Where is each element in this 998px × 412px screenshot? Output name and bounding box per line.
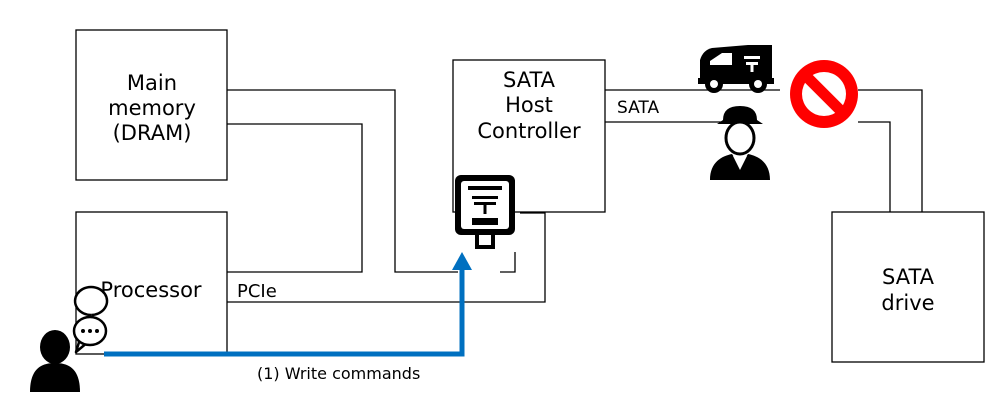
write-command-arrow: [104, 252, 472, 357]
main-memory-label-line1: Main: [127, 71, 177, 95]
user-icon: [30, 330, 80, 392]
main-memory-label-line2: memory: [108, 96, 196, 120]
memory-processor-wire: [227, 123, 363, 273]
processor-label: Processor: [100, 278, 202, 302]
bus-wires: [227, 89, 923, 303]
main-memory-box: [75, 29, 228, 181]
speech-bubble-icon: [72, 285, 109, 354]
sata-drive-box: [831, 211, 985, 363]
main-memory-label-line3: (DRAM): [113, 121, 192, 145]
delivery-person-icon: [710, 106, 770, 180]
delivery-truck-icon: [698, 45, 774, 93]
pcie-wire: [227, 212, 546, 303]
drive-wire-right: [858, 89, 923, 212]
host-controller-label-line2: Host: [505, 93, 553, 117]
drive-wire-left: [858, 121, 891, 212]
memory-bus-outer-wire: [227, 89, 458, 273]
write-commands-label: (1) Write commands: [257, 364, 420, 383]
mailbox-wire: [500, 252, 516, 273]
host-controller-label-line1: SATA: [503, 68, 556, 92]
pcie-label: PCIe: [237, 281, 277, 302]
sata-link-label: SATA: [617, 98, 659, 118]
arrow-head-icon: [452, 252, 472, 270]
sata-drive-label-line1: SATA: [882, 265, 935, 289]
host-controller-label-line3: Controller: [477, 119, 581, 143]
mailbox-icon: [455, 175, 515, 249]
no-entry-icon: [790, 60, 858, 128]
sata-drive-label-line2: drive: [881, 291, 934, 315]
